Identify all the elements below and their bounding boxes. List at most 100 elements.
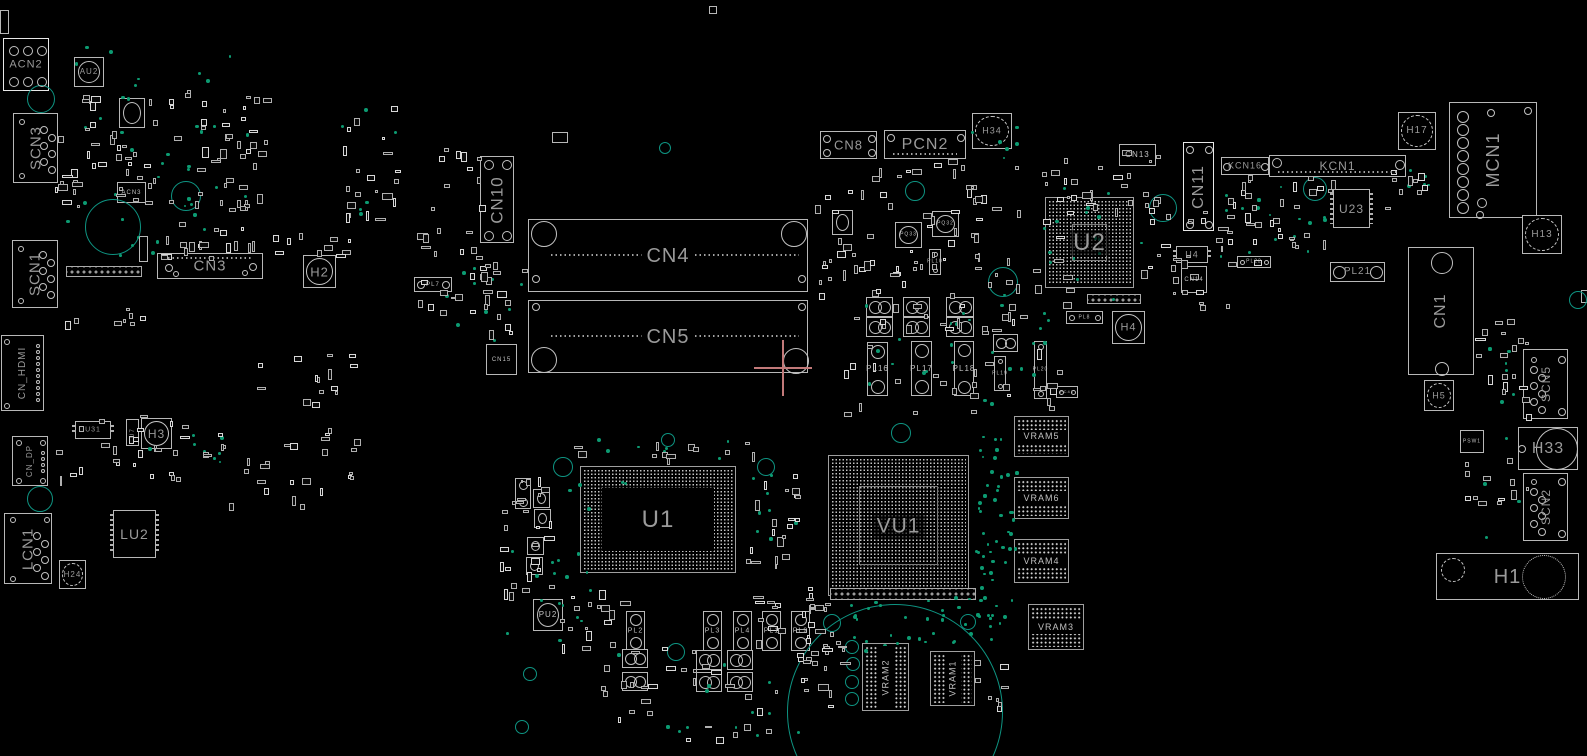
smd-part[interactable] bbox=[1043, 219, 1052, 226]
smd-part[interactable] bbox=[847, 189, 853, 194]
smd-part[interactable] bbox=[294, 355, 302, 363]
smd-part[interactable] bbox=[744, 724, 751, 731]
smd-part[interactable] bbox=[895, 266, 899, 273]
smd-part[interactable] bbox=[808, 604, 812, 615]
smd-part[interactable] bbox=[1048, 405, 1055, 411]
smd-part[interactable] bbox=[914, 260, 919, 265]
smd-part[interactable] bbox=[113, 445, 118, 455]
smd-part[interactable] bbox=[933, 162, 943, 169]
smd-part[interactable] bbox=[716, 737, 724, 745]
smd-part[interactable] bbox=[844, 411, 852, 418]
smd-part[interactable] bbox=[250, 142, 258, 150]
smd-part[interactable] bbox=[1161, 243, 1172, 248]
smd-part[interactable] bbox=[149, 473, 154, 480]
smd-part[interactable] bbox=[604, 620, 613, 626]
smd-part[interactable] bbox=[1173, 258, 1182, 261]
smd-part[interactable] bbox=[1001, 685, 1010, 689]
smd-part[interactable] bbox=[504, 524, 508, 532]
smd-part[interactable] bbox=[365, 211, 370, 221]
smd-part[interactable] bbox=[775, 556, 778, 565]
smd-part[interactable] bbox=[1317, 185, 1325, 191]
smd-part[interactable] bbox=[947, 158, 958, 165]
component-pinstrip[interactable] bbox=[66, 266, 142, 277]
smd-part[interactable] bbox=[1292, 242, 1297, 248]
smd-part[interactable] bbox=[1525, 414, 1533, 421]
smd-part[interactable] bbox=[257, 386, 266, 390]
smd-part[interactable] bbox=[421, 245, 432, 249]
smd-part[interactable] bbox=[1140, 270, 1148, 280]
smd-part[interactable] bbox=[1008, 311, 1012, 323]
smd-part[interactable] bbox=[768, 625, 779, 632]
smd-part[interactable] bbox=[603, 690, 608, 697]
smd-part[interactable] bbox=[439, 290, 449, 297]
smd-part[interactable] bbox=[540, 486, 550, 494]
smd-part[interactable] bbox=[229, 503, 234, 512]
smd-part[interactable] bbox=[1500, 352, 1508, 359]
smd-part[interactable] bbox=[115, 193, 127, 197]
component-pl21[interactable]: PL21 bbox=[1330, 262, 1385, 282]
smd-part[interactable] bbox=[629, 709, 635, 715]
smd-part[interactable] bbox=[497, 291, 508, 298]
smd-part[interactable] bbox=[832, 210, 840, 214]
smd-part[interactable] bbox=[252, 240, 256, 252]
smd-part[interactable] bbox=[152, 120, 158, 126]
smd-part[interactable] bbox=[343, 146, 348, 156]
smd-part[interactable] bbox=[244, 468, 250, 474]
component-pl2[interactable]: PL2 bbox=[626, 611, 645, 651]
smd-part[interactable] bbox=[1170, 265, 1177, 273]
smd-part[interactable] bbox=[745, 441, 751, 446]
smd-part[interactable] bbox=[183, 248, 189, 257]
smd-part[interactable] bbox=[562, 643, 565, 654]
smd-part[interactable] bbox=[824, 195, 831, 201]
smd-part[interactable] bbox=[98, 162, 107, 167]
smd-part[interactable] bbox=[1218, 226, 1230, 232]
smd-part[interactable] bbox=[1036, 349, 1043, 360]
component-scn3[interactable]: SCN3 bbox=[13, 113, 58, 183]
smd-part[interactable] bbox=[383, 151, 394, 155]
component-u4[interactable]: U4 bbox=[1173, 246, 1211, 263]
component-acn3[interactable]: ACN3 bbox=[117, 182, 146, 203]
smd-part[interactable] bbox=[1017, 209, 1021, 219]
component-cn15[interactable]: CN15 bbox=[486, 344, 517, 375]
smd-part[interactable] bbox=[1185, 255, 1191, 259]
smd-part[interactable] bbox=[794, 517, 801, 523]
smd-part[interactable] bbox=[101, 442, 110, 449]
component-roundind[interactable] bbox=[534, 509, 551, 528]
smd-part[interactable] bbox=[290, 443, 298, 451]
smd-part[interactable] bbox=[879, 319, 887, 326]
smd-part[interactable] bbox=[757, 708, 764, 716]
smd-part[interactable] bbox=[169, 104, 175, 110]
smd-part[interactable] bbox=[823, 606, 828, 613]
smd-part[interactable] bbox=[1525, 486, 1529, 491]
smd-part[interactable] bbox=[428, 304, 435, 312]
component-box[interactable] bbox=[552, 132, 568, 143]
smd-part[interactable] bbox=[948, 240, 956, 248]
smd-part[interactable] bbox=[841, 647, 846, 652]
smd-part[interactable] bbox=[860, 190, 864, 200]
smd-part[interactable] bbox=[629, 681, 634, 688]
smd-part[interactable] bbox=[217, 433, 223, 438]
smd-part[interactable] bbox=[1464, 470, 1470, 478]
smd-part[interactable] bbox=[960, 303, 965, 309]
smd-part[interactable] bbox=[77, 204, 81, 209]
smd-part[interactable] bbox=[1063, 158, 1068, 165]
smd-part[interactable] bbox=[1289, 236, 1295, 240]
smd-part[interactable] bbox=[111, 131, 117, 140]
smd-part[interactable] bbox=[544, 536, 556, 542]
smd-part[interactable] bbox=[521, 587, 531, 593]
smd-part[interactable] bbox=[1465, 496, 1472, 501]
smd-part[interactable] bbox=[777, 627, 786, 635]
smd-part[interactable] bbox=[961, 165, 966, 172]
smd-part[interactable] bbox=[481, 272, 488, 283]
smd-part[interactable] bbox=[417, 299, 424, 308]
smd-part[interactable] bbox=[128, 436, 135, 444]
smd-part[interactable] bbox=[510, 583, 518, 589]
smd-part[interactable] bbox=[1269, 219, 1274, 227]
smd-part[interactable] bbox=[484, 263, 491, 269]
smd-part[interactable] bbox=[821, 647, 833, 652]
smd-part[interactable] bbox=[1150, 218, 1156, 226]
component-vram6[interactable]: VRAM6 bbox=[1014, 477, 1069, 519]
smd-part[interactable] bbox=[348, 471, 353, 475]
smd-part[interactable] bbox=[753, 595, 764, 599]
smd-part[interactable] bbox=[133, 198, 139, 202]
